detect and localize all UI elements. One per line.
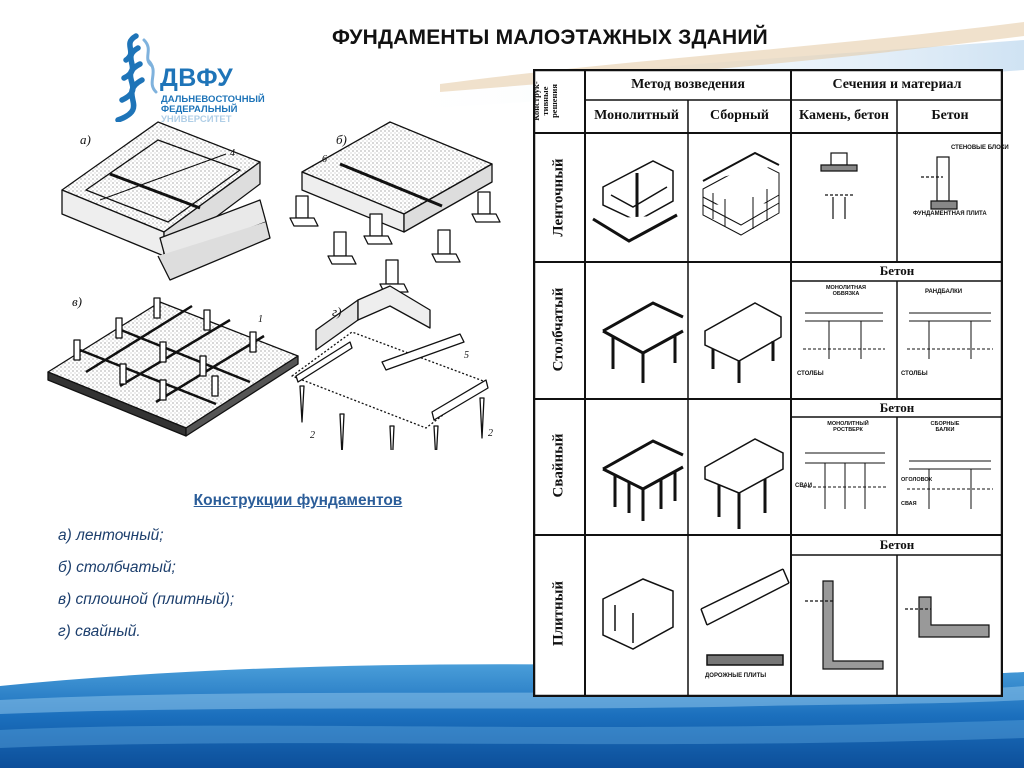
row-label-slab: Плитный — [550, 580, 567, 647]
note-monolithic-binding: МОНОЛИТНАЯ ОБВЯЗКА — [825, 285, 867, 297]
col-monolithic: Монолитный — [594, 108, 679, 123]
caption-block: Конструкции фундаментов а) ленточный; б)… — [58, 492, 498, 648]
note-grade-beams: РАНДБАЛКИ — [925, 289, 963, 295]
figure-label-a: а) — [80, 132, 91, 147]
table-grid — [533, 69, 1003, 697]
note-wall-blocks: СТЕНОВЫЕ БЛОКИ — [951, 145, 1009, 151]
note-piles: СВАИ — [795, 483, 813, 489]
note-columns-a: СТОЛБЫ — [797, 371, 824, 377]
figure-c-slab — [47, 297, 299, 437]
foundation-figures: а) б) в) г) 4 6 1 5 2 2 — [47, 121, 501, 450]
logo-name: ДВФУ — [160, 64, 234, 92]
header-section: Сечения и материал — [832, 77, 962, 92]
logo-sub-line3: УНИВЕРСИТЕТ — [161, 114, 232, 125]
table-drawings — [592, 151, 993, 670]
slide-title: ФУНДАМЕНТЫ МАЛОЭТАЖНЫХ ЗДАНИЙ — [332, 26, 768, 49]
note-road-plates: ДОРОЖНЫЕ ПЛИТЫ — [705, 673, 767, 679]
col-concrete: Бетон — [931, 108, 969, 123]
figure-label-d: г) — [332, 304, 341, 319]
figure-a-strip — [61, 121, 271, 281]
logo-sub-line1: ДАЛЬНЕВОСТОЧНЫЙ — [161, 94, 265, 105]
row-label-strip: Ленточный — [550, 158, 567, 237]
callout-2b: 2 — [488, 428, 493, 439]
header-method: Метод возведения — [631, 77, 745, 92]
row2-section-header: Бетон — [879, 263, 915, 278]
row3-section-header: Бетон — [879, 400, 915, 415]
caption-item-d: г) свайный. — [58, 623, 141, 640]
row-label-column: Столбчатый — [550, 287, 567, 372]
foundation-classification-table: Конструк-тивные решения Метод возведения… — [531, 69, 1009, 697]
figure-label-c: в) — [72, 294, 82, 309]
note-pile-head: ОГОЛОВОК — [901, 477, 933, 483]
dvfu-logo-icon — [115, 33, 158, 122]
logo-sub-line2: ФЕДЕРАЛЬНЫЙ — [161, 104, 238, 115]
callout-2a: 2 — [310, 430, 315, 441]
caption-item-b: б) столбчатый; — [58, 559, 176, 576]
callout-6: 6 — [322, 154, 327, 165]
figure-label-b: б) — [336, 132, 347, 147]
col-stone-concrete: Камень, бетон — [799, 108, 889, 123]
note-monolithic-grillage: МОНОЛИТНЫЙ РОСТВЕРК — [827, 421, 869, 433]
figure-d-pile — [291, 285, 489, 450]
caption-item-c: в) сплошной (плитный); — [58, 591, 235, 608]
col-prefab: Сборный — [710, 108, 769, 123]
note-found-plate: ФУНДАМЕНТНАЯ ПЛИТА — [913, 211, 987, 217]
note-pile: СВАЯ — [901, 501, 917, 507]
row-label-pile: Свайный — [550, 433, 567, 498]
corner-label: Конструк-тивные решения — [531, 81, 559, 121]
caption-item-a: а) ленточный; — [58, 527, 164, 544]
callout-4: 4 — [230, 148, 235, 159]
figure-b-column — [289, 121, 501, 293]
note-prefab-beams: СБОРНЫЕ БАЛКИ — [930, 421, 960, 433]
corner-label-box: Конструк-тивные решения — [531, 75, 585, 131]
caption-heading: Конструкции фундаментов — [193, 492, 403, 509]
callout-1: 1 — [258, 314, 263, 325]
callout-5: 5 — [464, 350, 469, 361]
note-columns-b: СТОЛБЫ — [901, 371, 928, 377]
row4-section-header: Бетон — [879, 537, 915, 552]
